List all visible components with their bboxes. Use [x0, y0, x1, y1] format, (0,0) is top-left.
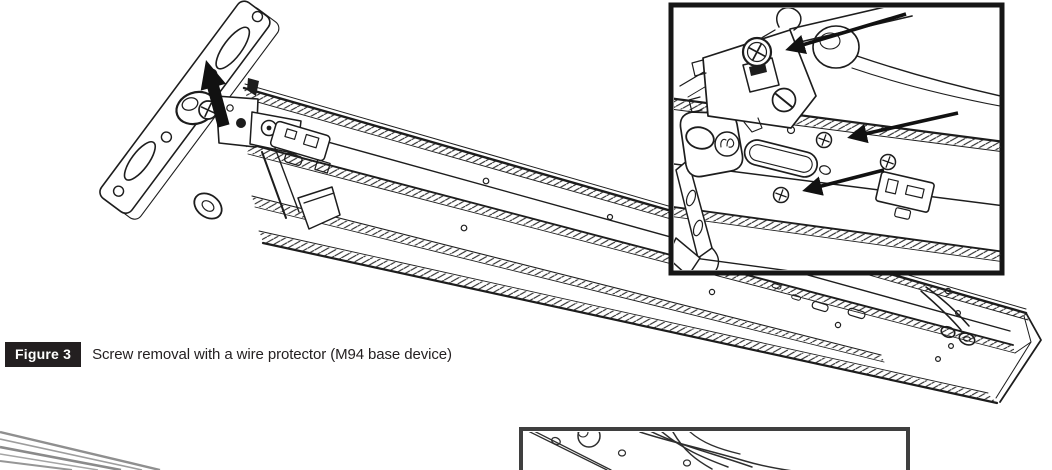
- rail-assembly-drawing: [99, 0, 1042, 405]
- figure-caption-text: Screw removal with a wire protector (M94…: [92, 346, 452, 363]
- inset-drawing: [674, 8, 1001, 270]
- pivot-screw: [175, 90, 218, 126]
- screw-pointer-arrow-icon: [847, 111, 959, 144]
- inset-screw-1: [815, 131, 833, 149]
- inset-screw-3: [772, 186, 790, 204]
- latch-clip: [269, 120, 331, 174]
- slide-rail: [242, 83, 1042, 405]
- rail-end-cap: [995, 312, 1042, 403]
- hinge-foot: [193, 147, 341, 230]
- next-figure-rail-lines: [0, 430, 161, 470]
- screw-pointer-arrow-icon: [785, 12, 907, 54]
- removal-arrow-icon: [200, 60, 230, 128]
- detail-inset: [668, 2, 1005, 276]
- inset-screw-2: [879, 153, 897, 171]
- rail-end-cable: [920, 286, 976, 363]
- screw-pointer-arrow-icon: [802, 168, 885, 196]
- next-inset-drawing: [528, 432, 792, 470]
- inset-main-screw: [741, 36, 773, 68]
- figure-caption: Figure 3 Screw removal with a wire prote…: [5, 342, 452, 367]
- figure-badge: Figure 3: [5, 342, 82, 367]
- cable-bundle: [639, 432, 792, 470]
- clip-mark: [247, 78, 259, 96]
- next-figure-partial: [0, 427, 910, 470]
